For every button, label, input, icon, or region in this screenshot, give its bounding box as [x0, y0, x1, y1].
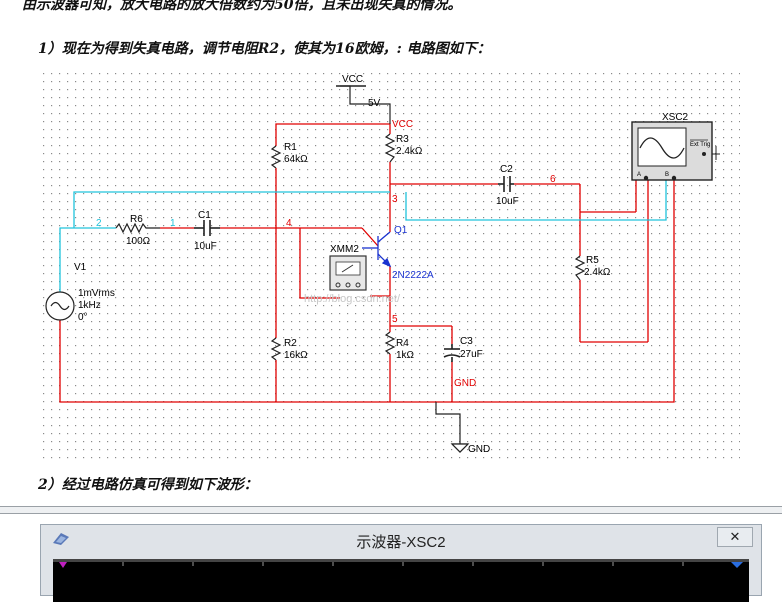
label-node-3: 3 [392, 194, 398, 205]
label-c1-name: C1 [198, 210, 211, 221]
oscilloscope-window-title: 示波器-XSC2 [356, 534, 446, 551]
label-xsc2: XSC2 [662, 112, 689, 123]
label-c3-value: 27uF [460, 349, 483, 360]
close-button[interactable]: ✕ [717, 527, 753, 547]
capacitors [194, 176, 514, 362]
close-icon: ✕ [729, 529, 741, 544]
text-line-intro: 由示波器可知，放大电路的放大倍数约为50倍，且未出现失真的情况。 [22, 0, 462, 13]
resistor-r3 [384, 133, 396, 163]
label-xmm2: XMM2 [330, 244, 359, 255]
circuit-schematic: VCC 5V VCC R1 64kΩ R3 2.4kΩ R2 16kΩ R4 1… [40, 70, 740, 462]
label-q1-name: Q1 [394, 225, 408, 236]
label-r6-value: 100Ω [126, 236, 151, 247]
label-gnd-symbol: GND [468, 444, 490, 455]
label-xsc-b: B [665, 172, 669, 178]
label-r4-name: R4 [396, 338, 409, 349]
label-v1-amp: 1mVrms [78, 288, 115, 299]
label-xsc-a: A [637, 172, 641, 178]
voltage-source-v1 [45, 291, 75, 321]
label-c3-name: C3 [460, 336, 473, 347]
resistor-r4 [384, 331, 396, 355]
label-node-2: 2 [96, 218, 102, 229]
label-vcc-voltage: 5V [368, 98, 381, 109]
multisim-logo-icon [53, 533, 69, 545]
multimeter-xmm2[interactable] [329, 255, 367, 291]
label-r1-value: 64kΩ [284, 154, 308, 165]
watermark-text: http://blog.csdn.net/ [304, 293, 401, 305]
label-r5-name: R5 [586, 255, 599, 266]
text-line-step2: 2）经过电路仿真可得到如下波形： [38, 477, 258, 493]
label-gnd-net: GND [454, 378, 476, 389]
resistor-r5 [574, 255, 586, 281]
label-r3-name: R3 [396, 134, 409, 145]
label-r1-name: R1 [284, 142, 297, 153]
label-q1-model: 2N2222A [392, 270, 434, 281]
resistor-r6 [115, 222, 160, 234]
label-vcc-net: VCC [392, 119, 413, 130]
label-node-5: 5 [392, 314, 398, 325]
label-r2-value: 16kΩ [284, 350, 308, 361]
text-line-step1: 1）现在为得到失真电路，调节电阻R2，使其为16欧姆，: 电路图如下： [38, 41, 491, 57]
label-r3-value: 2.4kΩ [396, 146, 423, 157]
label-xsc-ext: Ext Trig [690, 142, 710, 148]
label-c2-name: C2 [500, 164, 513, 175]
label-v1-freq: 1kHz [78, 300, 101, 311]
transistor-q1 [362, 231, 392, 268]
capacitor-c3-plate-b [443, 354, 461, 358]
label-v1-name: V1 [74, 262, 87, 273]
red-wires [59, 123, 675, 403]
label-r5-value: 2.4kΩ [584, 267, 611, 278]
screen-ticks [59, 562, 743, 568]
label-c2-value: 10uF [496, 196, 519, 207]
label-vcc-top: VCC [342, 74, 363, 85]
page-separator [0, 506, 782, 514]
resistor-r1 [270, 145, 282, 169]
label-r2-name: R2 [284, 338, 297, 349]
resistor-r2 [270, 337, 282, 361]
oscilloscope-window[interactable]: 示波器-XSC2 ✕ [40, 524, 762, 602]
label-c1-value: 10uF [194, 241, 217, 252]
ground-symbol [450, 443, 470, 453]
label-node-4: 4 [286, 218, 292, 229]
resistors [115, 133, 586, 361]
label-node-6: 6 [550, 174, 556, 185]
label-v1-phase: 0° [78, 312, 88, 323]
label-r6-name: R6 [130, 214, 143, 225]
label-node-1: 1 [170, 218, 176, 229]
cyan-wires [59, 180, 667, 292]
oscilloscope-xsc2[interactable] [631, 121, 720, 181]
label-r4-value: 1kΩ [396, 350, 415, 361]
